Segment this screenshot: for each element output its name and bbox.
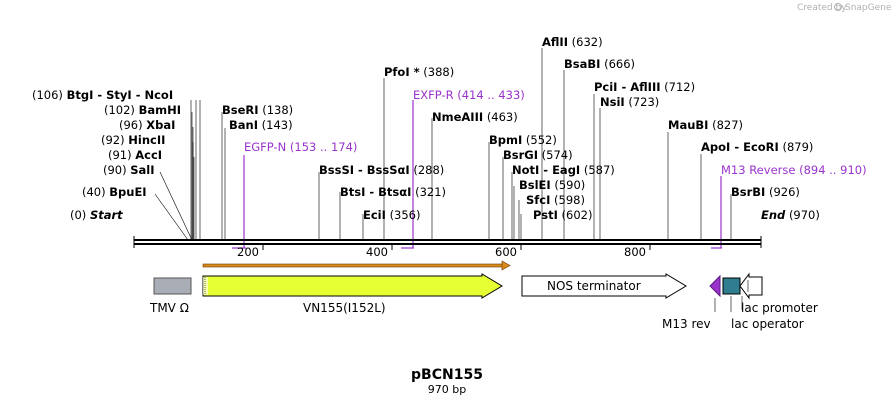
- site-pcii-afliii[interactable]: PciI - AflIII (712): [594, 80, 695, 94]
- site-sfci[interactable]: SfcI (598): [526, 193, 585, 207]
- site-bamhi[interactable]: (102) BamHI: [104, 103, 181, 117]
- site-start[interactable]: (0) Start: [70, 208, 123, 222]
- site-hincii[interactable]: (92) HincII: [101, 133, 165, 147]
- site-xbai[interactable]: (96) XbaI: [119, 118, 175, 132]
- plasmid-name: pBCN155: [411, 367, 483, 383]
- credit-text: Created by: [797, 3, 847, 13]
- site-bpmi[interactable]: BpmI (552): [489, 133, 557, 147]
- ruler: 200 400 600 800: [237, 244, 651, 259]
- feature-tmv-omega-label: TMV Ω: [149, 301, 189, 315]
- primer-m13-reverse[interactable]: M13 Reverse (894 .. 910): [721, 163, 867, 177]
- feature-tmv-omega[interactable]: [153, 277, 192, 295]
- feature-m13-rev-label: M13 rev: [662, 317, 711, 331]
- feature-lac-promoter-label: lac promoter: [741, 301, 818, 315]
- site-acci[interactable]: (91) AccI: [108, 148, 162, 162]
- site-bslei[interactable]: BslEI (590): [519, 178, 585, 192]
- site-bani[interactable]: BanI (143): [229, 118, 293, 132]
- sequence-backbone: [133, 236, 762, 248]
- site-btgi-styi-ncoi[interactable]: (106) BtgI - StyI - NcoI: [32, 88, 173, 102]
- primer-exfp-r[interactable]: EXFP-R (414 .. 433): [413, 88, 525, 102]
- feature-vn155[interactable]: [202, 273, 503, 299]
- site-psti[interactable]: PstI (602): [533, 208, 592, 222]
- site-pfoi[interactable]: PfoI * (388): [384, 65, 454, 79]
- orf-arrow[interactable]: [202, 260, 511, 271]
- credit-brand: SnapGene: [845, 3, 892, 13]
- feature-vn155-label: VN155(I152L): [303, 301, 386, 315]
- site-aflii[interactable]: AflII (632): [542, 35, 603, 49]
- site-maubi[interactable]: MauBI (827): [668, 118, 743, 132]
- ruler-tick-label: 400: [366, 245, 388, 259]
- site-leader-lines: [154, 48, 732, 241]
- snapgene-credit: Created by SnapGene: [797, 3, 892, 13]
- site-end[interactable]: End (970): [761, 208, 820, 222]
- feature-nos-terminator-label: NOS terminator: [547, 279, 641, 293]
- snapgene-logo-icon: [834, 3, 842, 11]
- feature-lac-promoter[interactable]: [739, 272, 763, 310]
- feature-nos-terminator[interactable]: [521, 273, 687, 299]
- primer-leader-lines: [232, 100, 722, 249]
- ruler-tick-label: 800: [624, 245, 646, 259]
- site-nmeaiii[interactable]: NmeAIII (463): [432, 110, 518, 124]
- site-nsii[interactable]: NsiI (723): [600, 95, 659, 109]
- site-bseri[interactable]: BseRI (138): [222, 103, 293, 117]
- site-bsabi[interactable]: BsaBI (666): [564, 57, 635, 71]
- site-bsrbi[interactable]: BsrBI (926): [731, 185, 800, 199]
- site-ecii[interactable]: EciI (356): [363, 208, 421, 222]
- feature-m13-rev[interactable]: [709, 274, 721, 312]
- site-bsssi[interactable]: BssSI - BssSαI (288): [319, 163, 444, 177]
- primer-egfp-n[interactable]: EGFP-N (153 .. 174): [244, 140, 357, 154]
- site-bsrgi[interactable]: BsrGI (574): [503, 148, 573, 162]
- ruler-tick-label: 200: [237, 245, 259, 259]
- site-bpuei[interactable]: (40) BpuEI: [82, 185, 147, 199]
- feature-lac-operator-label: lac operator: [731, 317, 804, 331]
- ruler-tick-label: 600: [495, 245, 517, 259]
- feature-lac-operator[interactable]: [722, 277, 741, 295]
- site-noti-eagi[interactable]: NotI - EagI (587): [512, 163, 615, 177]
- plasmid-length: 970 bp: [428, 383, 466, 396]
- site-apoi-ecori[interactable]: ApoI - EcoRI (879): [701, 140, 813, 154]
- site-sali[interactable]: (90) SalI: [103, 163, 155, 177]
- site-btsi[interactable]: BtsI - BtsαI (321): [340, 185, 446, 199]
